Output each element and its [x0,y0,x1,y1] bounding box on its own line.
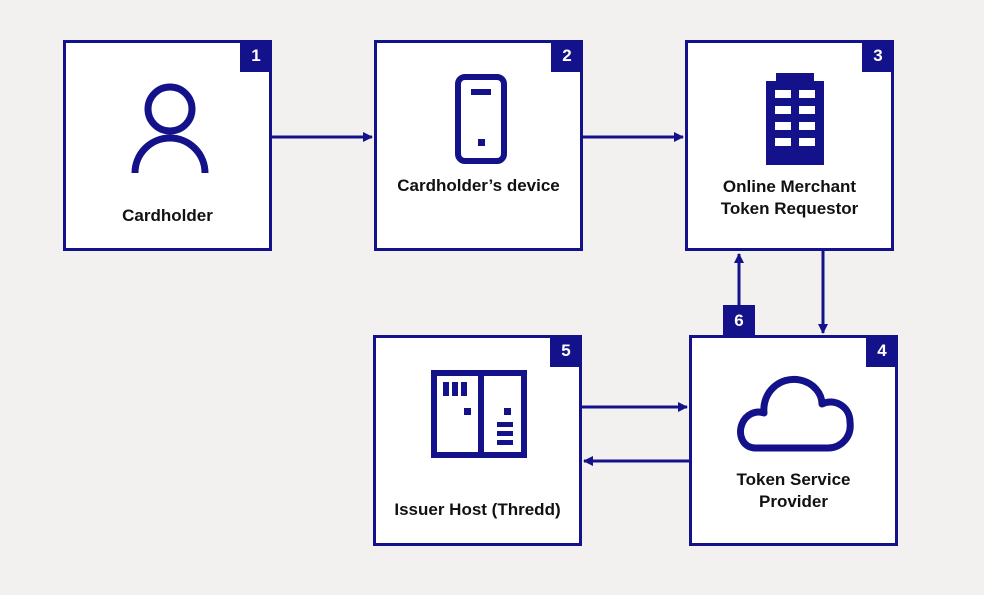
node-label: Issuer Host (Thredd) [394,500,561,519]
cloud-icon [737,375,854,452]
node-cardholder-device: 2 Cardholder’s device [374,40,583,251]
step-badge-4: 4 [866,335,898,367]
step-badge-2: 2 [551,40,583,72]
step-badge-1: 1 [240,40,272,72]
node-label-line-1: Online Merchant [722,177,857,196]
node-label-line-1: Token Service [736,470,851,489]
node-label: Cardholder’s device [397,176,560,195]
node-token-service-provider: 4 Token Service Provider [689,335,898,546]
node-label-line-2: Provider [759,492,828,511]
step-badge-3: 3 [862,40,894,72]
person-icon [131,83,209,174]
step-badge-6: 6 [723,305,755,337]
node-cardholder: 1 Cardholder [63,40,272,251]
node-label: Cardholder [122,206,213,225]
mobile-phone-icon [455,74,507,164]
office-building-icon [766,73,824,165]
step-badge-5: 5 [550,335,582,367]
server-rack-icon [431,370,527,458]
node-label-line-2: Token Requestor [720,199,859,218]
node-online-merchant: 3 Online Merchant Token Requestor [685,40,894,251]
node-issuer-host: 5 Issuer Host (Thredd) [373,335,582,546]
